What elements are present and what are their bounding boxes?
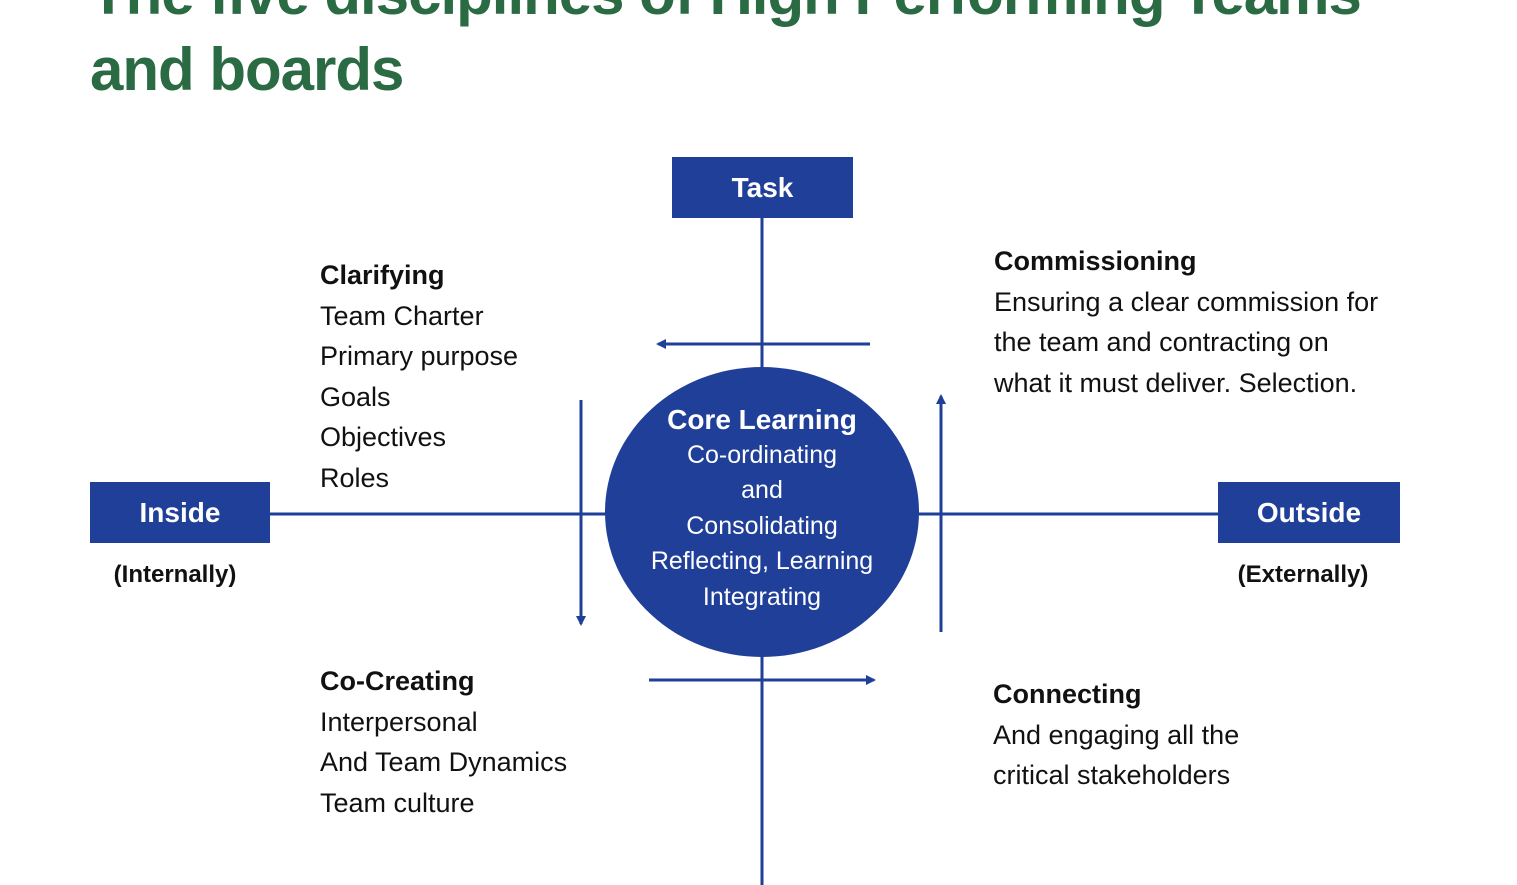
outside-box: Outside	[1218, 482, 1400, 543]
internally-label: (Internally)	[113, 561, 237, 588]
core-circle	[605, 367, 919, 657]
externally-label: (Externally)	[1237, 561, 1369, 588]
core-learning: Core Learning Co-ordinating and Consolid…	[650, 404, 874, 611]
inside-box: Inside	[90, 482, 270, 543]
connecting-block: Connecting And engaging all the critical…	[993, 679, 1240, 790]
clarifying-block: Clarifying Team Charter Primary purpose …	[320, 260, 519, 493]
page-title: The five disciplines of High Performing …	[90, 0, 1362, 103]
commissioning-block: Commissioning Ensuring a clear commissio…	[994, 246, 1379, 398]
task-box: Task	[672, 157, 853, 218]
co-creating-block: Co-Creating Interpersonal And Team Dynam…	[320, 666, 568, 818]
